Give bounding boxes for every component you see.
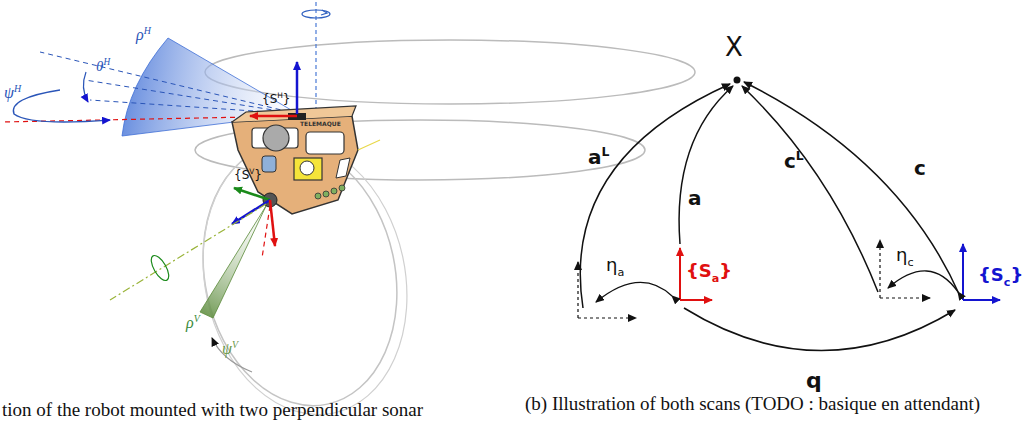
angle-label: η [606,254,617,275]
frame-label: H [277,91,283,100]
frame-label-group: {SV} [234,168,262,181]
angle-label-group: ψH [4,84,21,101]
caption-group: (b) Illustration of both scans (TODO : b… [525,393,1025,415]
frame-label: {S [978,264,1004,285]
frame-label: V [249,167,254,176]
angle-label: H [103,57,110,67]
frame-label: {S [234,168,249,182]
caption-group: tion of the robot mounted with two perpe… [2,400,423,419]
angle-label: ρ [136,26,144,43]
angle-label: H [144,25,151,36]
vector-label: c [784,149,796,173]
angle-label: ψ [222,340,232,357]
vector-label: q [806,368,822,393]
robot-name-group: TELEMAQUE [300,121,341,127]
vector-label-group: aL [588,146,609,167]
angle-label-group: ηa [606,256,624,278]
frame-label-group: {SH} [262,92,291,105]
frame-label: c [1004,276,1011,289]
range-label: V [194,313,200,324]
point-label: X [725,32,743,62]
angle-label-group: ηc [896,246,914,268]
angle-label: c [907,256,913,269]
angle-label: ψ [4,84,14,101]
vector-label-group: q [806,370,822,392]
vector-label-group: cL [784,150,804,171]
frame-label: } [719,260,732,281]
vector-label: L [602,144,610,159]
angle-label: H [14,83,21,94]
point-label-group: X [725,34,743,60]
angle-label-group: ψV [222,340,238,357]
angle-label-group: θH [96,58,110,74]
range-label: ρ [186,314,194,331]
angle-label-group: ρH [136,26,151,43]
angle-label: η [896,244,907,265]
angle-label: θ [96,58,103,74]
robot-name: TELEMAQUE [300,120,341,127]
frame-label-group: {Sa} [686,262,732,284]
vector-label: L [796,148,804,163]
angle-label: a [617,266,624,279]
frame-label: } [1010,264,1023,285]
frame-label: {S [262,92,277,106]
range-label-group: ρV [186,314,200,331]
caption: (b) Illustration of both scans (TODO : b… [525,393,980,414]
frame-label: a [712,272,720,285]
frame-label: } [283,92,291,106]
vector-label: a [688,186,702,210]
vector-label-group: a [688,188,702,208]
frame-label: {S [686,260,712,281]
frame-label: } [254,168,262,182]
vector-label-group: c [914,158,926,178]
frame-label-group: {Sc} [978,266,1023,288]
vector-label: a [588,145,602,169]
vector-label: c [914,156,926,180]
angle-label: V [232,339,238,350]
caption: tion of the robot mounted with two perpe… [2,399,423,420]
